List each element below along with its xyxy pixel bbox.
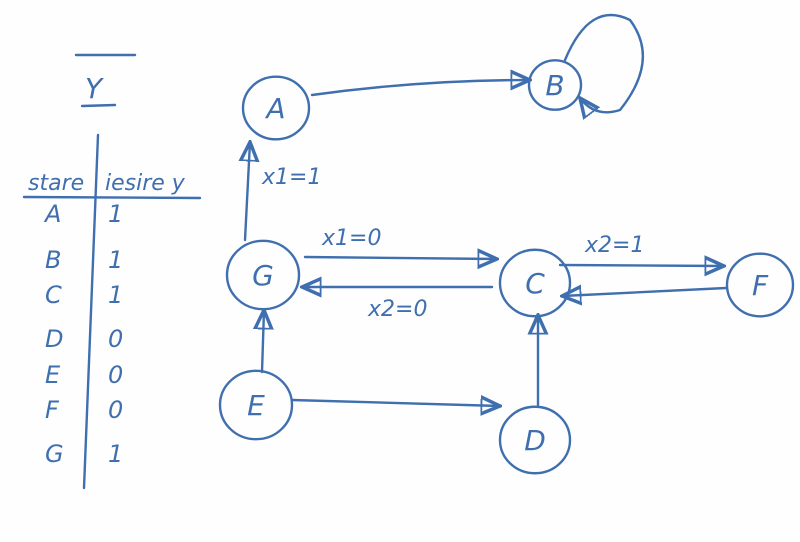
table-header-output: iesire y xyxy=(105,171,186,196)
node-label: A xyxy=(264,92,285,125)
edge-f-c xyxy=(562,288,728,296)
table-cell-output: 1 xyxy=(108,440,123,468)
node-circle xyxy=(241,75,311,141)
node-d: D xyxy=(498,405,572,475)
edge-label-c-f: x2=1 xyxy=(584,233,644,258)
node-label: E xyxy=(247,389,265,422)
table-divider xyxy=(82,133,100,490)
node-f: F xyxy=(725,252,795,318)
node-circle xyxy=(218,369,294,441)
node-circle xyxy=(498,248,572,318)
table-cell-output: 1 xyxy=(108,281,123,309)
node-b: B xyxy=(527,59,583,111)
title-y: Y xyxy=(85,72,104,105)
table-cell-state: A xyxy=(43,200,61,228)
edge-e-g xyxy=(262,310,264,374)
node-label: C xyxy=(525,267,545,300)
node-g: G xyxy=(225,239,301,311)
node-c: C xyxy=(498,248,572,318)
node-label: G xyxy=(252,259,274,292)
table-cell-state: D xyxy=(45,325,63,353)
node-circle xyxy=(498,405,572,475)
edge-label-g-a: x1=1 xyxy=(261,165,321,190)
node-label: B xyxy=(545,69,564,102)
table-cell-output: 1 xyxy=(108,200,123,228)
edge-a-b xyxy=(310,80,530,97)
table-header-line xyxy=(22,195,202,200)
table-cell-state: E xyxy=(45,361,61,389)
edge-label-c-g: x2=0 xyxy=(367,297,427,322)
edge-b-b xyxy=(563,14,645,112)
table-cell-output: 0 xyxy=(108,325,123,353)
node-circle xyxy=(725,252,795,318)
table-cell-state: G xyxy=(45,440,64,468)
title-underline xyxy=(80,103,117,108)
edge-g-a xyxy=(245,142,250,242)
table-header-state: stare xyxy=(28,171,84,196)
edge-c-f xyxy=(558,265,724,266)
edge-label-g-c: x1=0 xyxy=(321,226,381,251)
node-label: D xyxy=(524,424,546,457)
table-cell-output: 1 xyxy=(108,246,123,274)
table-cell-output: 0 xyxy=(108,361,123,389)
edges xyxy=(245,14,728,406)
node-e: E xyxy=(218,369,294,441)
node-label: F xyxy=(752,269,769,302)
node-a: A xyxy=(241,75,311,141)
table-cell-state: B xyxy=(45,246,61,274)
edge-e-d xyxy=(290,400,500,406)
node-circle xyxy=(527,59,583,111)
node-circle xyxy=(225,239,301,311)
table-cell-state: F xyxy=(45,396,60,424)
table-cell-output: 0 xyxy=(108,396,123,424)
edge-g-c xyxy=(303,257,497,259)
table-cell-state: C xyxy=(45,281,62,309)
